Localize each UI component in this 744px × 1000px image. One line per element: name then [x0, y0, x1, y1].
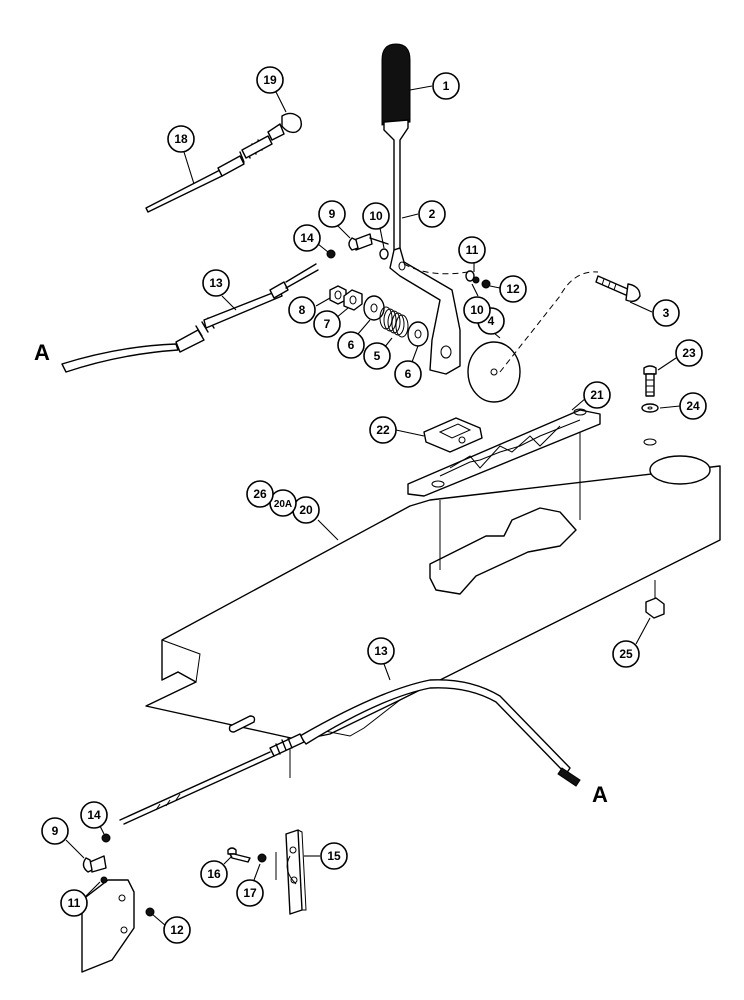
- svg-text:14: 14: [300, 231, 314, 245]
- ref-marker-a-bottom: A: [592, 782, 608, 807]
- callout-7: 7: [313, 307, 349, 338]
- svg-text:14: 14: [87, 808, 101, 822]
- svg-text:21: 21: [590, 388, 604, 402]
- svg-text:20: 20: [299, 503, 313, 517]
- callout-22: 22: [369, 416, 425, 444]
- svg-text:23: 23: [682, 346, 696, 360]
- upper-control-cable: A: [34, 263, 319, 373]
- lever-hardware: [326, 233, 491, 289]
- knob-cable: [145, 112, 303, 213]
- svg-text:9: 9: [329, 207, 336, 221]
- callout-24: 24: [659, 392, 707, 420]
- svg-text:20A: 20A: [274, 499, 292, 510]
- callout-6-right: 6: [394, 345, 422, 388]
- lower-control-cable: A: [119, 679, 608, 825]
- svg-text:3: 3: [663, 306, 670, 320]
- callout-1: 1: [409, 72, 460, 100]
- bolt: [595, 275, 641, 303]
- callout-12-bottom: 12: [151, 913, 191, 944]
- callout-9-bottom: 9: [41, 817, 85, 859]
- callout-23: 23: [657, 339, 703, 371]
- callout-14-top: 14: [293, 224, 329, 253]
- callout-10-top: 10: [362, 202, 390, 249]
- svg-text:15: 15: [327, 849, 341, 863]
- svg-text:19: 19: [263, 73, 277, 87]
- callout-6-left: 6: [337, 319, 371, 359]
- mount-bolt: [641, 365, 659, 413]
- shift-gate-plate: [407, 408, 601, 497]
- svg-text:26: 26: [253, 487, 267, 501]
- callout-14-bottom: 14: [80, 801, 108, 835]
- svg-text:16: 16: [207, 867, 221, 881]
- callout-11-bottom: 11: [60, 881, 101, 917]
- svg-text:7: 7: [324, 317, 331, 331]
- callout-17: 17: [236, 863, 264, 907]
- svg-text:2: 2: [429, 207, 436, 221]
- svg-text:8: 8: [299, 303, 306, 317]
- callout-2: 2: [401, 200, 446, 228]
- svg-text:17: 17: [243, 886, 257, 900]
- svg-text:4: 4: [488, 314, 495, 328]
- svg-text:13: 13: [209, 276, 223, 290]
- callout-3: 3: [629, 299, 680, 327]
- callout-12-top: 12: [489, 275, 527, 303]
- spring: [379, 306, 409, 338]
- callout-20: 20: [292, 496, 339, 541]
- lower-bracket: [227, 829, 307, 915]
- pivot-hardware: [329, 263, 599, 403]
- ref-marker-a-top: A: [34, 340, 50, 365]
- svg-text:11: 11: [466, 243, 479, 257]
- callout-19: 19: [256, 66, 287, 113]
- svg-text:12: 12: [170, 923, 184, 937]
- callout-9-top: 9: [318, 200, 351, 239]
- callout-5: 5: [363, 337, 393, 370]
- svg-text:25: 25: [619, 647, 633, 661]
- mounting-panel: [145, 420, 721, 778]
- svg-text:10: 10: [470, 303, 484, 317]
- svg-text:11: 11: [68, 896, 81, 910]
- svg-text:22: 22: [376, 423, 390, 437]
- svg-text:6: 6: [405, 367, 412, 381]
- svg-text:9: 9: [52, 824, 59, 838]
- gate-guide: [423, 417, 483, 453]
- callout-25: 25: [612, 617, 651, 668]
- callout-26: 26: [246, 480, 274, 508]
- callout-15: 15: [304, 842, 348, 870]
- callout-13-top: 13: [202, 269, 237, 311]
- callout-8: 8: [288, 296, 331, 324]
- callout-11-top: 11: [458, 236, 486, 272]
- svg-text:10: 10: [369, 209, 383, 223]
- callout-13-bottom: 13: [367, 637, 395, 681]
- svg-text:24: 24: [686, 399, 700, 413]
- callout-21: 21: [571, 381, 611, 411]
- mount-nut: [645, 597, 665, 619]
- callout-18: 18: [167, 125, 195, 185]
- callout-16: 16: [200, 855, 233, 888]
- svg-text:5: 5: [374, 349, 381, 363]
- svg-text:13: 13: [374, 644, 388, 658]
- svg-text:6: 6: [348, 338, 355, 352]
- lower-left-bracket: [81, 833, 155, 973]
- callout-10-right: 10: [463, 283, 491, 324]
- control-lever: [381, 43, 461, 375]
- svg-text:12: 12: [506, 282, 520, 296]
- svg-text:18: 18: [174, 132, 188, 146]
- callout-20a: 20A: [269, 489, 297, 517]
- svg-text:1: 1: [443, 79, 450, 93]
